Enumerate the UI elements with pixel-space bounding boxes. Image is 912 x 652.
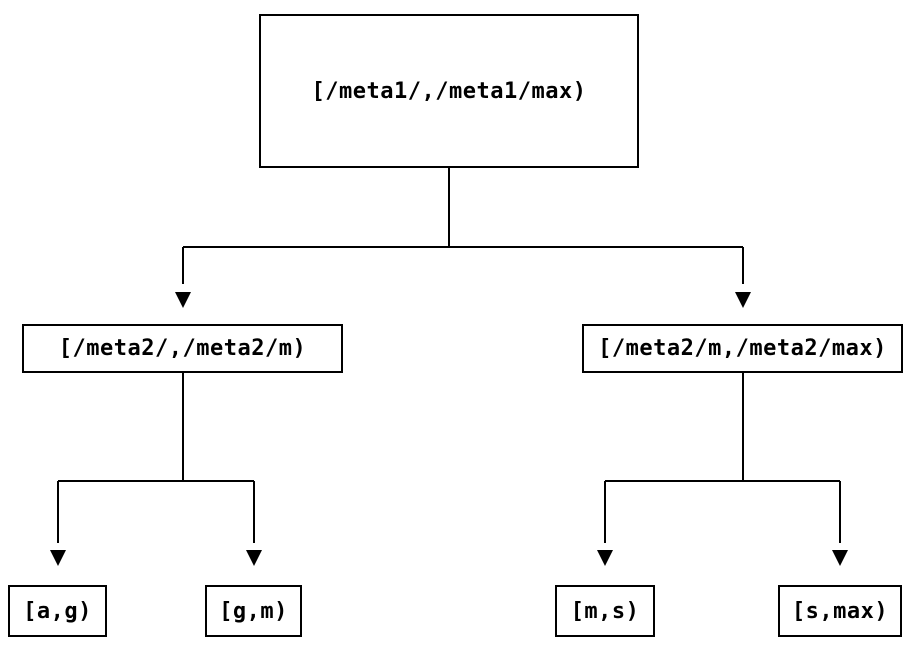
node-leaf-gm: [g,m) (205, 585, 302, 637)
arrowhead-down-leaf-gm-icon (246, 550, 262, 566)
node-root: [/meta1/,/meta1/max) (259, 14, 639, 168)
node-meta2-left: [/meta2/,/meta2/m) (22, 324, 343, 373)
node-leaf-ms: [m,s) (555, 585, 655, 637)
arrowhead-down-right-child-icon (735, 292, 751, 308)
arrowhead-down-leaf-smax-icon (832, 550, 848, 566)
edge-root-to-children (182, 168, 744, 284)
node-leaf-smax: [s,max) (778, 585, 902, 637)
node-leaf-ag: [a,g) (8, 585, 107, 637)
node-root-label: [/meta1/,/meta1/max) (311, 78, 587, 104)
arrowhead-down-leaf-ag-icon (50, 550, 66, 566)
edge-right-child-to-leaves (604, 373, 841, 543)
node-leaf-ms-label: [m,s) (570, 598, 640, 624)
node-meta2-right: [/meta2/m,/meta2/max) (582, 324, 903, 373)
edge-left-child-to-leaves (57, 373, 255, 543)
node-meta2-right-label: [/meta2/m,/meta2/max) (598, 336, 887, 361)
node-leaf-gm-label: [g,m) (219, 598, 288, 624)
node-meta2-left-label: [/meta2/,/meta2/m) (58, 336, 307, 361)
node-leaf-smax-label: [s,max) (791, 598, 889, 624)
arrowhead-down-left-child-icon (175, 292, 191, 308)
node-leaf-ag-label: [a,g) (23, 598, 92, 624)
arrowhead-down-leaf-ms-icon (597, 550, 613, 566)
